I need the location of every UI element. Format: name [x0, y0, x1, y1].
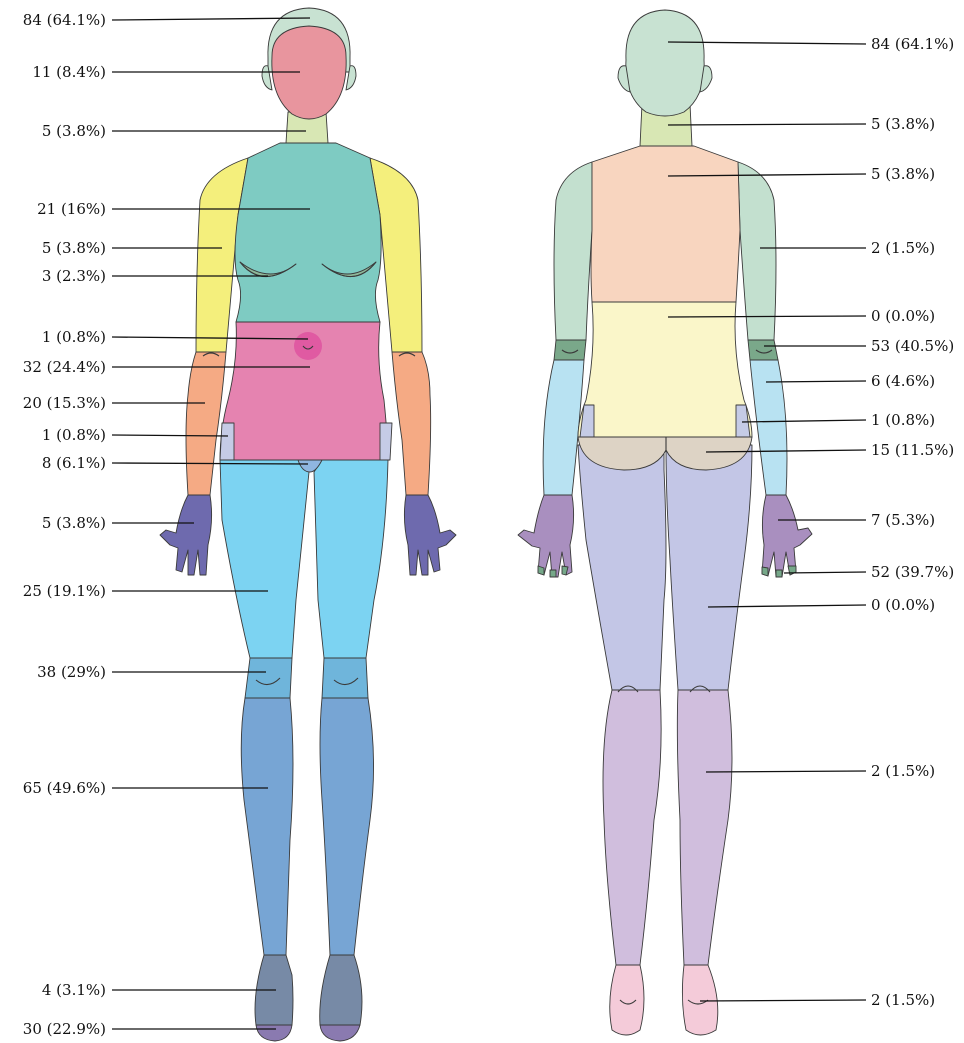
front-label-sole: 30 (22.9%): [23, 1020, 276, 1038]
back-label-calf: 2 (1.5%): [706, 762, 935, 780]
svg-text:84 (64.1%): 84 (64.1%): [871, 35, 954, 53]
back-label-heel: 2 (1.5%): [700, 991, 935, 1009]
svg-text:4 (3.1%): 4 (3.1%): [42, 981, 106, 999]
svg-text:52 (39.7%): 52 (39.7%): [871, 563, 954, 581]
svg-text:65 (49.6%): 65 (49.6%): [23, 779, 106, 797]
front-label-breast-fold: 3 (2.3%): [42, 267, 268, 285]
front-right-forearm: [392, 352, 431, 495]
svg-text:30 (22.9%): 30 (22.9%): [23, 1020, 106, 1038]
back-left-elbow: [554, 340, 586, 360]
front-label-upper-arm: 5 (3.8%): [42, 239, 222, 257]
front-navel: [294, 332, 322, 360]
back-left-thigh: [578, 445, 666, 690]
front-left-hip-side: [220, 423, 234, 460]
back-figure: [518, 10, 812, 1035]
back-left-heel: [610, 965, 644, 1035]
front-chest: [235, 143, 381, 322]
svg-text:11 (8.4%): 11 (8.4%): [32, 63, 106, 81]
back-label-hand: 7 (5.3%): [778, 511, 935, 529]
back-label-upper-arm: 2 (1.5%): [760, 239, 935, 257]
front-label-neck: 5 (3.8%): [42, 122, 306, 140]
front-right-hip-side: [380, 423, 392, 460]
back-label-neck: 5 (3.8%): [668, 115, 935, 133]
svg-text:8 (6.1%): 8 (6.1%): [42, 454, 106, 472]
svg-text:1 (0.8%): 1 (0.8%): [871, 411, 935, 429]
back-right-elbow: [748, 340, 778, 360]
svg-text:7 (5.3%): 7 (5.3%): [871, 511, 935, 529]
svg-text:53 (40.5%): 53 (40.5%): [871, 337, 954, 355]
svg-text:15 (11.5%): 15 (11.5%): [871, 441, 954, 459]
back-right-upper-arm: [738, 162, 776, 340]
back-buttocks: [578, 437, 752, 470]
back-left-calf: [603, 690, 661, 965]
svg-text:2 (1.5%): 2 (1.5%): [871, 239, 935, 257]
back-label-thigh: 0 (0.0%): [708, 596, 935, 614]
back-left-forearm: [543, 360, 584, 495]
front-label-lower-leg: 65 (49.6%): [23, 779, 268, 797]
front-left-forearm: [186, 352, 226, 495]
front-left-knee: [245, 658, 292, 698]
svg-text:2 (1.5%): 2 (1.5%): [871, 762, 935, 780]
back-label-fingertips: 52 (39.7%): [784, 563, 954, 581]
front-left-lower-leg: [241, 698, 293, 955]
front-right-foot: [320, 955, 362, 1025]
svg-text:5 (3.8%): 5 (3.8%): [42, 239, 106, 257]
front-label-face: 11 (8.4%): [32, 63, 300, 81]
front-label-head: 84 (64.1%): [23, 11, 310, 29]
back-left-hand: [518, 495, 574, 577]
front-label-foot: 4 (3.1%): [42, 981, 276, 999]
svg-text:1 (0.8%): 1 (0.8%): [42, 328, 106, 346]
svg-text:6 (4.6%): 6 (4.6%): [871, 372, 935, 390]
back-right-thigh: [666, 445, 752, 690]
svg-text:0 (0.0%): 0 (0.0%): [871, 307, 935, 325]
svg-text:5 (3.8%): 5 (3.8%): [871, 115, 935, 133]
front-label-forearm: 20 (15.3%): [23, 394, 205, 412]
front-right-hand: [404, 495, 456, 575]
back-label-forearm: 6 (4.6%): [766, 372, 935, 390]
front-label-hand: 5 (3.8%): [42, 514, 194, 532]
front-figure: [160, 8, 456, 1041]
back-upper-back: [591, 146, 740, 302]
svg-text:3 (2.3%): 3 (2.3%): [42, 267, 106, 285]
back-lower-back: [578, 302, 752, 437]
front-label-thigh: 25 (19.1%): [23, 582, 268, 600]
back-left-upper-arm: [554, 162, 592, 340]
svg-text:32 (24.4%): 32 (24.4%): [23, 358, 106, 376]
svg-text:1 (0.8%): 1 (0.8%): [42, 426, 106, 444]
svg-text:25 (19.1%): 25 (19.1%): [23, 582, 106, 600]
svg-text:21 (16%): 21 (16%): [37, 200, 106, 218]
back-right-calf: [677, 690, 732, 965]
svg-text:5 (3.8%): 5 (3.8%): [871, 165, 935, 183]
front-left-hand: [160, 495, 212, 575]
front-right-sole: [320, 1025, 360, 1041]
svg-text:2 (1.5%): 2 (1.5%): [871, 991, 935, 1009]
front-left-thigh: [220, 460, 309, 658]
back-right-forearm: [750, 360, 787, 495]
front-label-knee: 38 (29%): [37, 663, 266, 681]
svg-text:5 (3.8%): 5 (3.8%): [42, 122, 106, 140]
front-right-knee: [322, 658, 368, 698]
front-right-thigh: [314, 460, 388, 658]
back-label-elbow: 53 (40.5%): [764, 337, 954, 355]
back-label-head: 84 (64.1%): [668, 35, 954, 53]
front-left-sole: [256, 1025, 292, 1041]
svg-text:20 (15.3%): 20 (15.3%): [23, 394, 106, 412]
back-right-hand: [762, 495, 812, 577]
svg-text:0 (0.0%): 0 (0.0%): [871, 596, 935, 614]
front-right-lower-leg: [320, 698, 374, 955]
svg-text:5 (3.8%): 5 (3.8%): [42, 514, 106, 532]
back-right-heel: [682, 965, 717, 1035]
svg-text:84 (64.1%): 84 (64.1%): [23, 11, 106, 29]
svg-text:38 (29%): 38 (29%): [37, 663, 106, 681]
back-head: [626, 10, 704, 116]
